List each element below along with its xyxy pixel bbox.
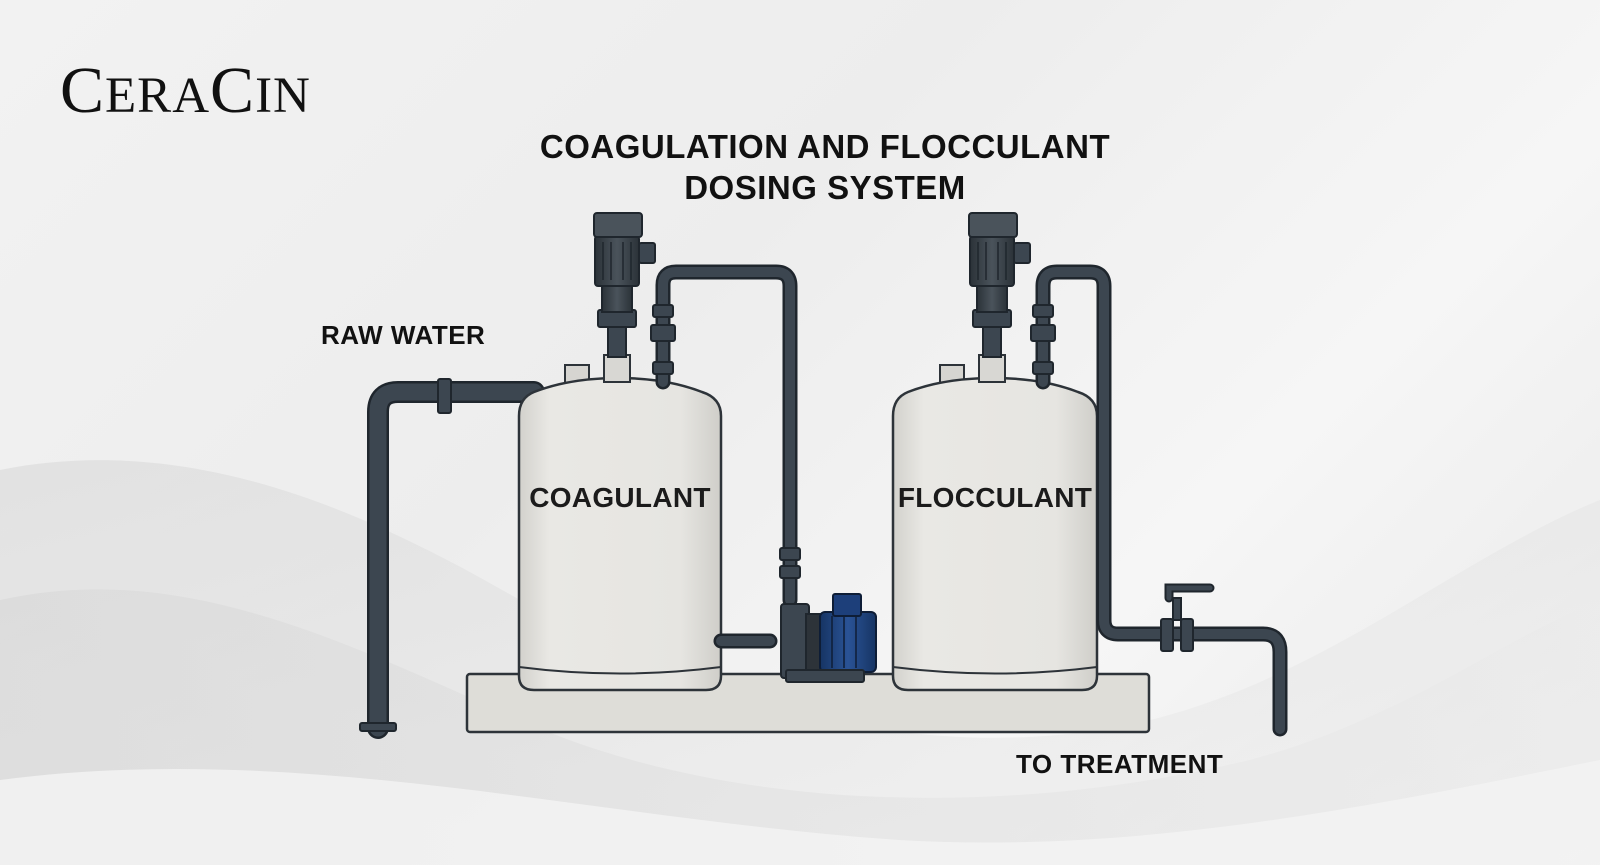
title-line-2: DOSING SYSTEM <box>684 169 966 206</box>
coagulant-tank <box>517 364 723 692</box>
title-line-1: COAGULATION AND FLOCCULANT <box>539 128 1111 165</box>
diagram-title: COAGULATION AND FLOCCULANT DOSING SYSTEM <box>475 126 1175 208</box>
flocculant-tank <box>891 364 1099 692</box>
raw-water-label: RAW WATER <box>321 320 486 350</box>
brand-logo: CERACIN <box>60 54 311 127</box>
coagulant-tank-label: COAGULANT <box>529 482 711 513</box>
coagulant-dosing-pipe <box>650 264 801 608</box>
raw-water-inlet-pipe <box>359 378 545 739</box>
flocculant-mixer-motor <box>968 212 1031 383</box>
treatment-outlet-pipe <box>1030 264 1288 737</box>
outlet-valve <box>1160 583 1215 652</box>
flocculant-tank-label: FLOCCULANT <box>897 482 1093 513</box>
coagulant-mixer-motor <box>593 212 656 383</box>
to-treatment-label: TO TREATMENT <box>1016 749 1224 779</box>
dosing-pump <box>780 593 877 683</box>
